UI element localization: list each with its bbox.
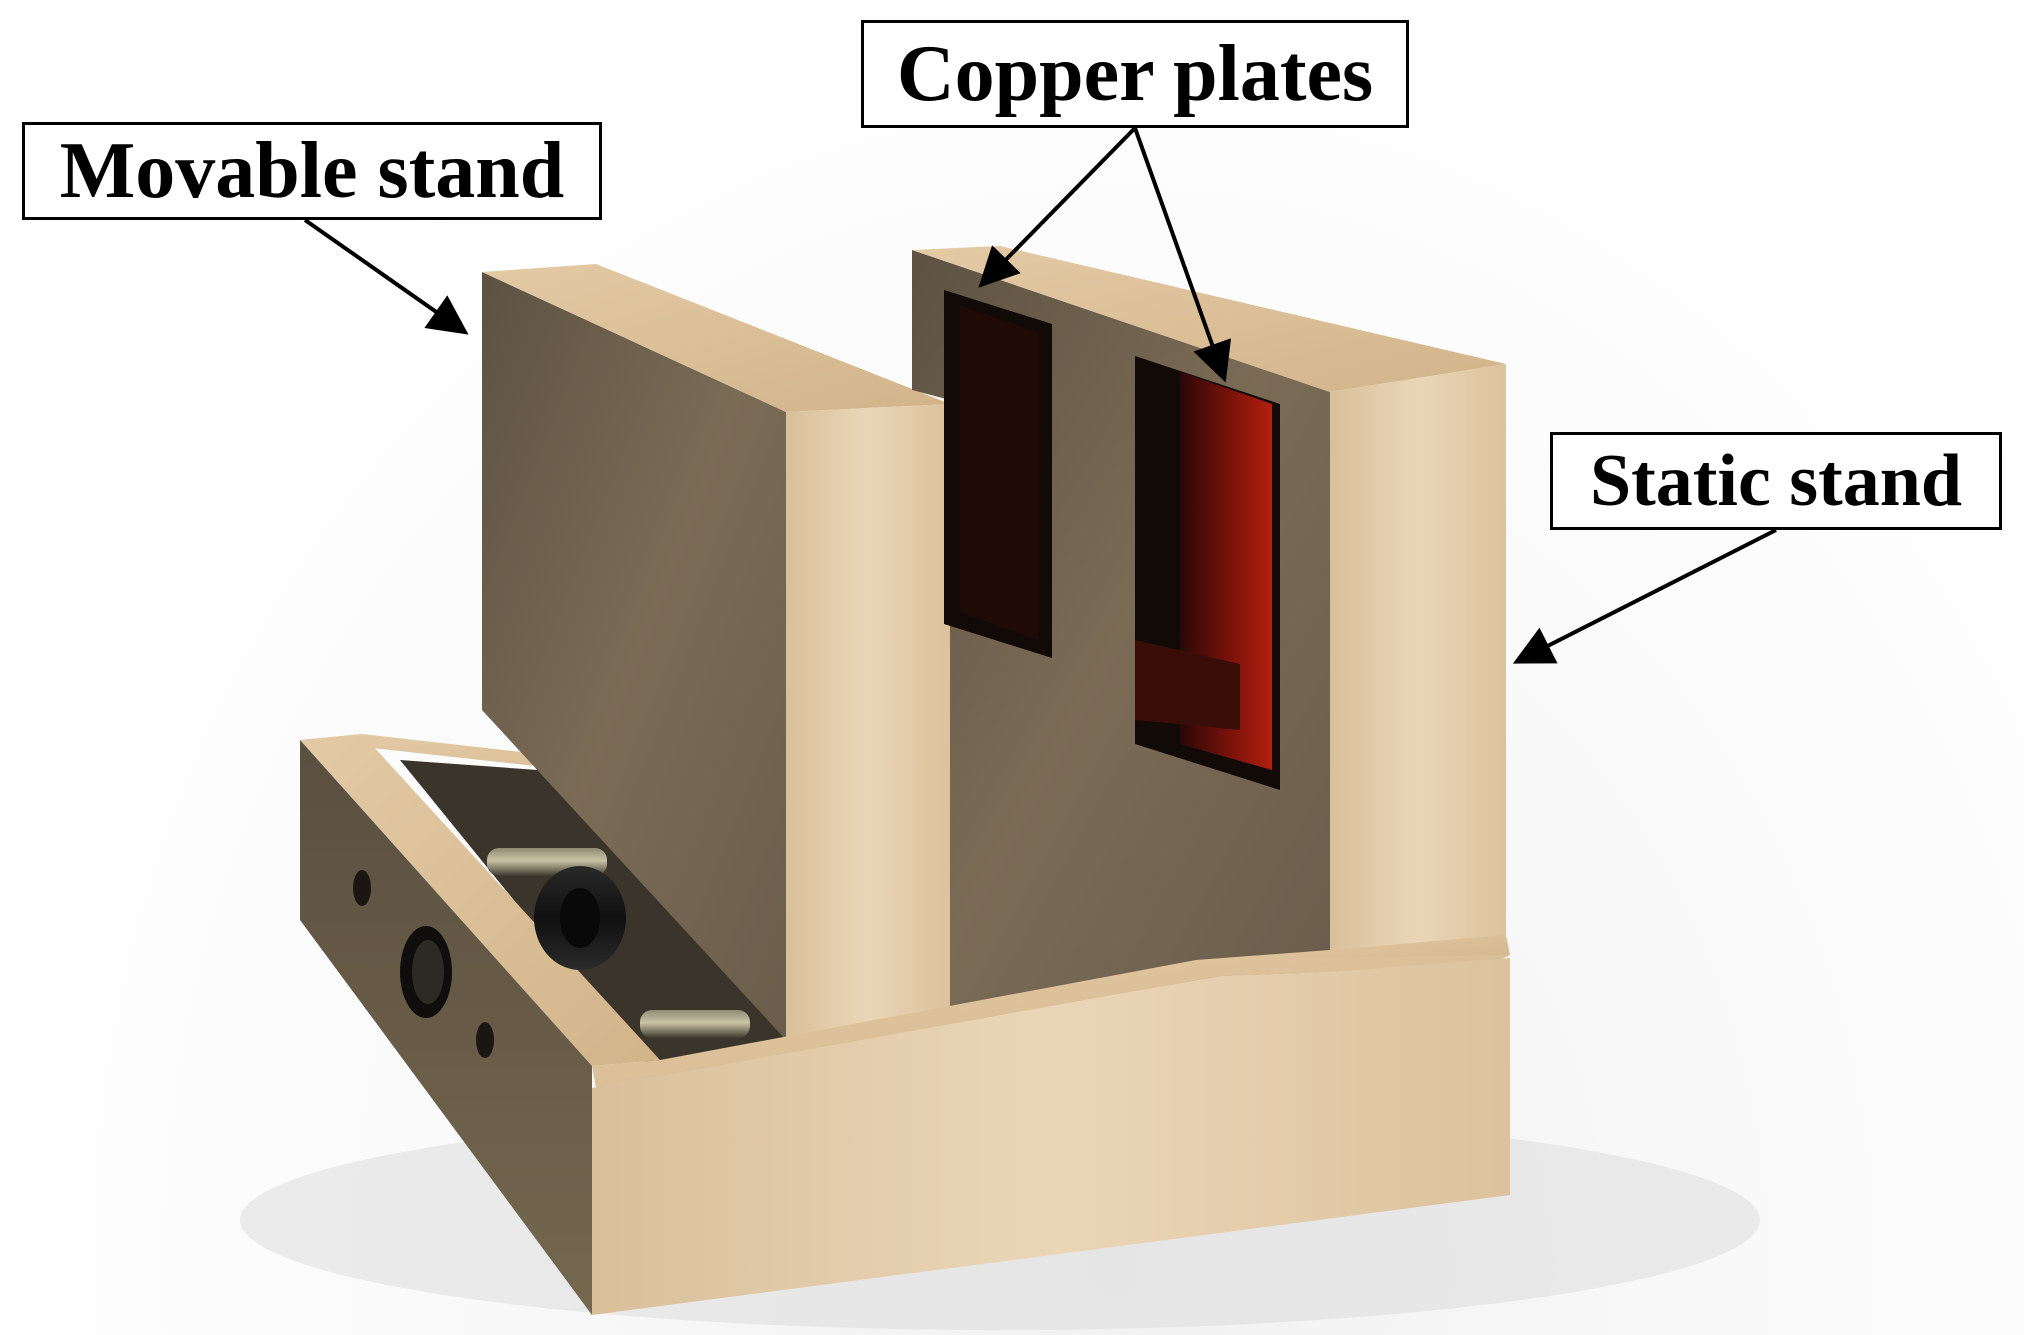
static-stand-label: Static stand xyxy=(1550,432,2002,530)
base-left-rail-top xyxy=(300,734,660,1066)
static-stand-arrow xyxy=(1512,528,1777,664)
copper-plate-clip xyxy=(1135,640,1240,730)
static-stand-end xyxy=(1330,364,1506,970)
copper-plate-arrow-left xyxy=(978,126,1137,288)
bolt-hole xyxy=(476,1022,494,1058)
guide-rod xyxy=(640,1010,750,1038)
static-stand-top xyxy=(912,246,1506,392)
movable-stand-label: Movable stand xyxy=(22,122,602,220)
base-front-rail-face xyxy=(592,958,1510,1315)
copper-plate-arrow-right xyxy=(1133,127,1232,383)
copper-plates-label: Copper plates xyxy=(861,20,1409,128)
spring-coil-core xyxy=(560,888,600,948)
bearing-ring-inner xyxy=(412,940,444,1004)
movable-stand-arrow xyxy=(303,218,469,335)
movable-stand-face xyxy=(482,272,786,1040)
movable-stand-top xyxy=(482,264,950,412)
base-left-rail-side xyxy=(300,740,592,1315)
bolt-hole xyxy=(353,870,371,906)
copper-plate xyxy=(960,306,1038,640)
movable-stand-end xyxy=(786,404,950,1090)
